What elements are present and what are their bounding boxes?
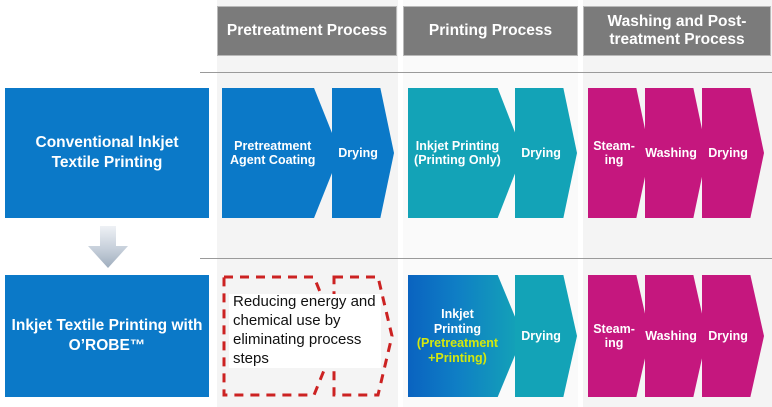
step-washing-top: Washing	[645, 88, 707, 218]
step-steaming-top: Steam-ing	[588, 88, 650, 218]
divider-middle	[200, 258, 772, 259]
step-inkjet-printing-combined: Inkjet Printing (Pretreatment +Printing)	[408, 275, 523, 397]
step-drying-pretreatment: Drying	[332, 88, 394, 218]
column-header-printing: Printing Process	[403, 6, 578, 56]
step-label: Drying	[708, 328, 748, 343]
step-pretreatment-agent-coating: Pretreatment Agent Coating	[222, 88, 340, 218]
step-label: Drying	[708, 145, 748, 160]
eliminated-step-pretreatment-agent-coating	[222, 275, 340, 397]
step-steaming-bottom: Steam-ing	[588, 275, 650, 397]
step-label: Drying	[521, 145, 561, 160]
step-label: Inkjet Printing (Printing Only)	[414, 138, 501, 168]
step-label-group: Inkjet Printing (Pretreatment +Printing)	[417, 307, 514, 365]
step-drying-post-bottom: Drying	[702, 275, 764, 397]
step-inkjet-printing-only: Inkjet Printing (Printing Only)	[408, 88, 523, 218]
step-label: Washing	[645, 145, 697, 160]
row-label-orobe: Inkjet Textile Printing with O’ROBE™	[5, 275, 209, 397]
down-arrow-icon	[88, 226, 128, 268]
column-header-pretreatment: Pretreatment Process	[217, 6, 397, 56]
step-label: Steam-ing	[593, 138, 635, 168]
elimination-note: Reducing energy and chemical use by elim…	[229, 293, 381, 368]
step-label: Washing	[645, 328, 697, 343]
step-washing-bottom: Washing	[645, 275, 707, 397]
column-header-washing: Washing and Post-treatment Process	[583, 6, 771, 56]
step-drying-printing-top: Drying	[515, 88, 577, 218]
row-label-conventional: Conventional Inkjet Textile Printing	[5, 88, 209, 218]
step-drying-printing-bottom: Drying	[515, 275, 577, 397]
step-label-line2: Printing	[433, 321, 482, 336]
eliminated-step-drying	[332, 275, 394, 397]
step-label: Pretreatment Agent Coating	[230, 138, 316, 168]
divider-top	[200, 72, 772, 73]
step-label-line3: (Pretreatment	[416, 336, 499, 350]
elimination-note-text: Reducing energy and chemical use by elim…	[233, 293, 376, 367]
step-label-line1: Inkjet	[441, 307, 474, 321]
step-label: Drying	[521, 328, 561, 343]
step-label-line4: +Printing)	[428, 350, 487, 365]
step-label: Steam-ing	[593, 321, 635, 351]
step-drying-post-top: Drying	[702, 88, 764, 218]
step-label: Drying	[338, 145, 378, 160]
